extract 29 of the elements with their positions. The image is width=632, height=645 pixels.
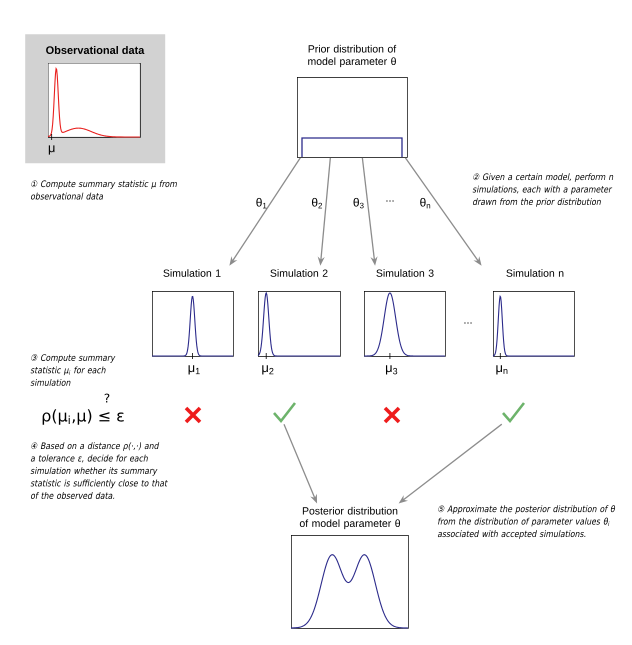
check-mark [273, 402, 296, 424]
edge-label: θ$_{1}$ [256, 198, 266, 208]
edge-label: θ$_{n}$ [420, 198, 430, 208]
question-mark: ? [104, 394, 110, 402]
ellipsis: ... [464, 322, 472, 324]
step-note: ② Given a certain model, perform n simulations, each with a parameter drawn from the prior distribution [472, 173, 614, 207]
plot-title: Posterior distribution of model parameter θ [300, 506, 400, 530]
tick-label: μ [48, 145, 54, 155]
step-note: ⑤ Approximate the posterior distribution of θ from the distribution of parameter values θ$_{i}$ associated with accepted simulations. [438, 505, 616, 539]
tick-label: μ$_{3}$ [386, 365, 398, 375]
edge-label: θ$_{3}$ [354, 198, 364, 208]
plot-title: Prior distribution of model parameter θ [308, 44, 396, 68]
cross-mark [184, 406, 202, 424]
plot-title: Simulation 3 [376, 269, 434, 277]
step-note: ③ Compute summary statistic μ$_{i}$ for each simulation [30, 354, 116, 386]
tick-label: μ$_{1}$ [188, 365, 200, 375]
tick-label: μ$_{n}$ [496, 365, 508, 375]
plot-title: Simulation n [506, 269, 564, 277]
check-mark [502, 402, 526, 424]
plot-title: Simulation 2 [270, 269, 328, 277]
step-note: ④ Based on a distance ρ(·,·) and a tolerance ε, decide for each simulation whether its summary statistic is sufficiently close to that of the observed data. [30, 442, 168, 499]
plot-title: Simulation 1 [163, 269, 221, 277]
ellipsis: ... [386, 200, 394, 202]
cross-mark [383, 406, 401, 424]
panel-title: Observational data [46, 46, 144, 54]
distance-formula: ρ(μ$_{i}$,μ) ≤ ε [42, 409, 124, 425]
edge-label: θ$_{2}$ [312, 198, 322, 208]
tick-label: μ$_{2}$ [262, 365, 274, 375]
step-note: ① Compute summary statistic μ from observational data [31, 180, 177, 200]
